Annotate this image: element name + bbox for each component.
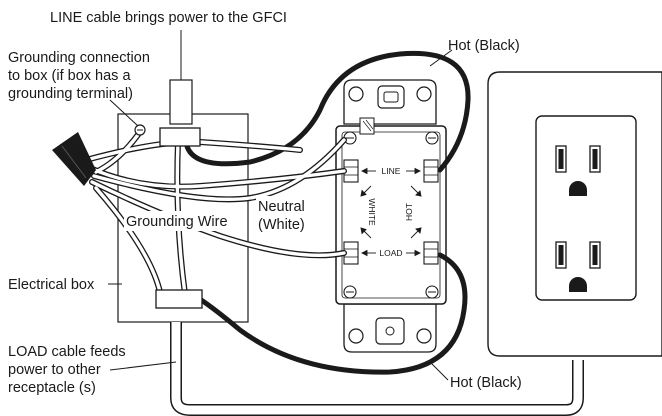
neutral-label-2: (White) — [258, 217, 305, 233]
grounding-connection-label-2: to box (if box has a — [8, 68, 131, 84]
outlet-top — [555, 145, 601, 196]
electrical-box-label: Electrical box — [8, 277, 95, 293]
terminal-load-neutral — [343, 241, 359, 265]
load-cable-conduit — [170, 322, 584, 416]
gfci-load-marking: LOAD — [379, 248, 402, 258]
wire-nut — [52, 132, 96, 186]
gfci-arrows — [360, 167, 422, 257]
grounding-connection-label-1: Grounding connection — [8, 50, 150, 66]
grounding-wire-label-bg — [124, 211, 240, 231]
cable-clamp-top — [159, 127, 201, 147]
grounding-wire-label: Grounding Wire — [126, 214, 228, 230]
line-cable-label: LINE cable brings power to the GFCI — [50, 10, 287, 26]
load-cable-label-2: power to other — [8, 362, 101, 378]
outlet-bottom — [555, 241, 601, 292]
neutral-label-1: Neutral — [258, 199, 305, 215]
hot-wires — [183, 50, 471, 375]
gfci-device: LINE LOAD WHITE HOT — [335, 79, 447, 353]
terminal-load-hot — [423, 241, 439, 265]
leader-lines — [108, 49, 453, 381]
gfci-hot-marking: HOT — [404, 203, 414, 221]
load-cable-label-1: LOAD cable feeds — [8, 344, 126, 360]
terminal-line-hot — [423, 159, 439, 183]
load-cable-label-3: receptacle (s) — [8, 380, 96, 396]
hot-line-wire — [183, 50, 471, 173]
hot-top-label: Hot (Black) — [448, 38, 520, 54]
white-wires — [83, 129, 347, 297]
terminal-line-neutral — [343, 159, 359, 183]
hot-load-wire — [192, 252, 468, 375]
wall-plate — [487, 71, 662, 357]
hot-bottom-label: Hot (Black) — [450, 375, 522, 391]
cable-clamp-bottom — [155, 289, 203, 309]
gfci-line-marking: LINE — [382, 166, 401, 176]
grounding-screw — [134, 124, 146, 136]
neutral-label-bg — [256, 196, 322, 236]
grounding-connection-label-3: grounding terminal) — [8, 86, 133, 102]
gfci-white-marking: WHITE — [367, 198, 377, 226]
line-cable-conduit — [169, 30, 193, 125]
